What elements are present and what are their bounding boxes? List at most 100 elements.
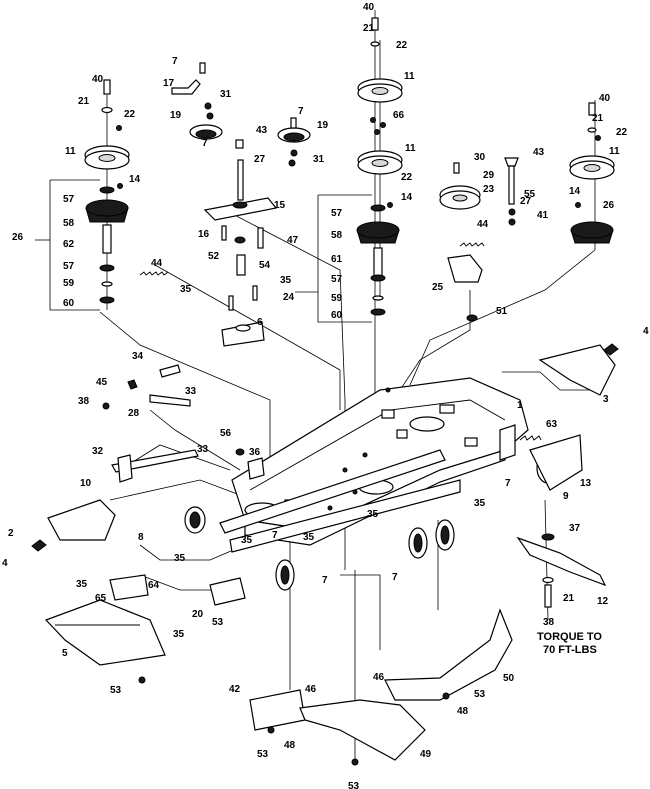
callout: 34 [132,351,144,362]
callout: 57 [63,261,75,272]
callout: 9 [563,491,569,502]
leader-lines [35,10,596,760]
callout: 6 [257,317,263,328]
callout: 7 [172,56,178,67]
callout: 51 [496,306,508,317]
callout: 40 [363,2,375,13]
callout: 49 [420,749,432,760]
callout: 26 [603,200,615,211]
callout: 13 [580,478,592,489]
callout: 22 [401,172,413,183]
callout: 21 [363,23,375,34]
callout: 61 [331,254,343,265]
callout: 60 [63,298,75,309]
belt-shields [31,343,619,552]
callout: 55 [524,189,536,200]
blade-assembly [516,533,607,608]
callout: 7 [392,572,398,583]
callout: 26 [12,232,24,243]
callout: 21 [78,96,90,107]
callout: 57 [331,274,343,285]
callout: 4 [2,558,8,569]
callout: 5 [62,648,68,659]
callout: 29 [483,170,495,181]
callout: 14 [129,174,141,185]
callout: 57 [63,194,75,205]
callout: 32 [92,446,104,457]
torque-note-line1: TORQUE TO [537,631,602,643]
callout: 48 [284,740,296,751]
callout: 16 [198,229,210,240]
callout: 35 [76,579,88,590]
callout: 27 [254,154,266,165]
callout: 12 [597,596,609,607]
callout: 56 [220,428,232,439]
callout: 1 [517,400,523,411]
callout: 14 [401,192,413,203]
callout: 62 [63,239,75,250]
callout: 36 [249,447,261,458]
callout: 35 [173,629,185,640]
callout: 35 [280,275,292,286]
callout: 53 [474,689,486,700]
callout: 45 [96,377,108,388]
callout: 27 [520,196,532,207]
callout: 53 [110,685,122,696]
deck-housing [184,377,583,591]
callout: 58 [63,218,75,229]
callout: 11 [609,146,620,157]
callout: 25 [432,282,444,293]
callout: 44 [151,258,163,269]
callout: 46 [373,672,385,683]
callout: 35 [367,509,379,520]
callout: 53 [257,749,269,760]
callout: 21 [592,113,604,124]
callout: 31 [313,154,325,165]
callout: 7 [202,138,208,149]
callout: 7 [298,106,304,117]
callout: 17 [163,78,175,89]
callout: 33 [197,444,209,455]
callout: 11 [65,146,76,157]
left-deflector-assembly [44,364,265,666]
lower-baffles [138,608,513,766]
callout: 54 [259,260,271,271]
callout: 10 [80,478,92,489]
callout: 42 [229,684,241,695]
callout: 15 [274,200,286,211]
callout: 35 [174,553,186,564]
callout: 43 [533,147,545,158]
callout: 24 [283,292,295,303]
callout: 44 [477,219,489,230]
callout: 35 [180,284,192,295]
callout: 40 [599,93,611,104]
callout: 58 [331,230,343,241]
callout: 20 [192,609,204,620]
callout: 23 [483,184,495,195]
callout: 57 [331,208,343,219]
callout: 60 [331,310,343,321]
callout: 65 [95,593,107,604]
callout: 22 [616,127,628,138]
callout: 59 [63,278,75,289]
callout: 59 [331,293,343,304]
callout: 52 [208,251,220,262]
callout: 2 [8,528,14,539]
callout: 35 [241,535,253,546]
callout: 19 [170,110,182,121]
callout: 4 [643,326,649,337]
callout: 7 [272,530,278,541]
callout: 48 [457,706,469,717]
callout: 41 [537,210,549,221]
callout: 19 [317,120,329,131]
callout: 38 [78,396,90,407]
callout: 7 [505,478,511,489]
callout: 22 [124,109,136,120]
callout: 14 [569,186,581,197]
callout: 11 [405,143,416,154]
callout: 31 [220,89,232,100]
callout: 22 [396,40,408,51]
